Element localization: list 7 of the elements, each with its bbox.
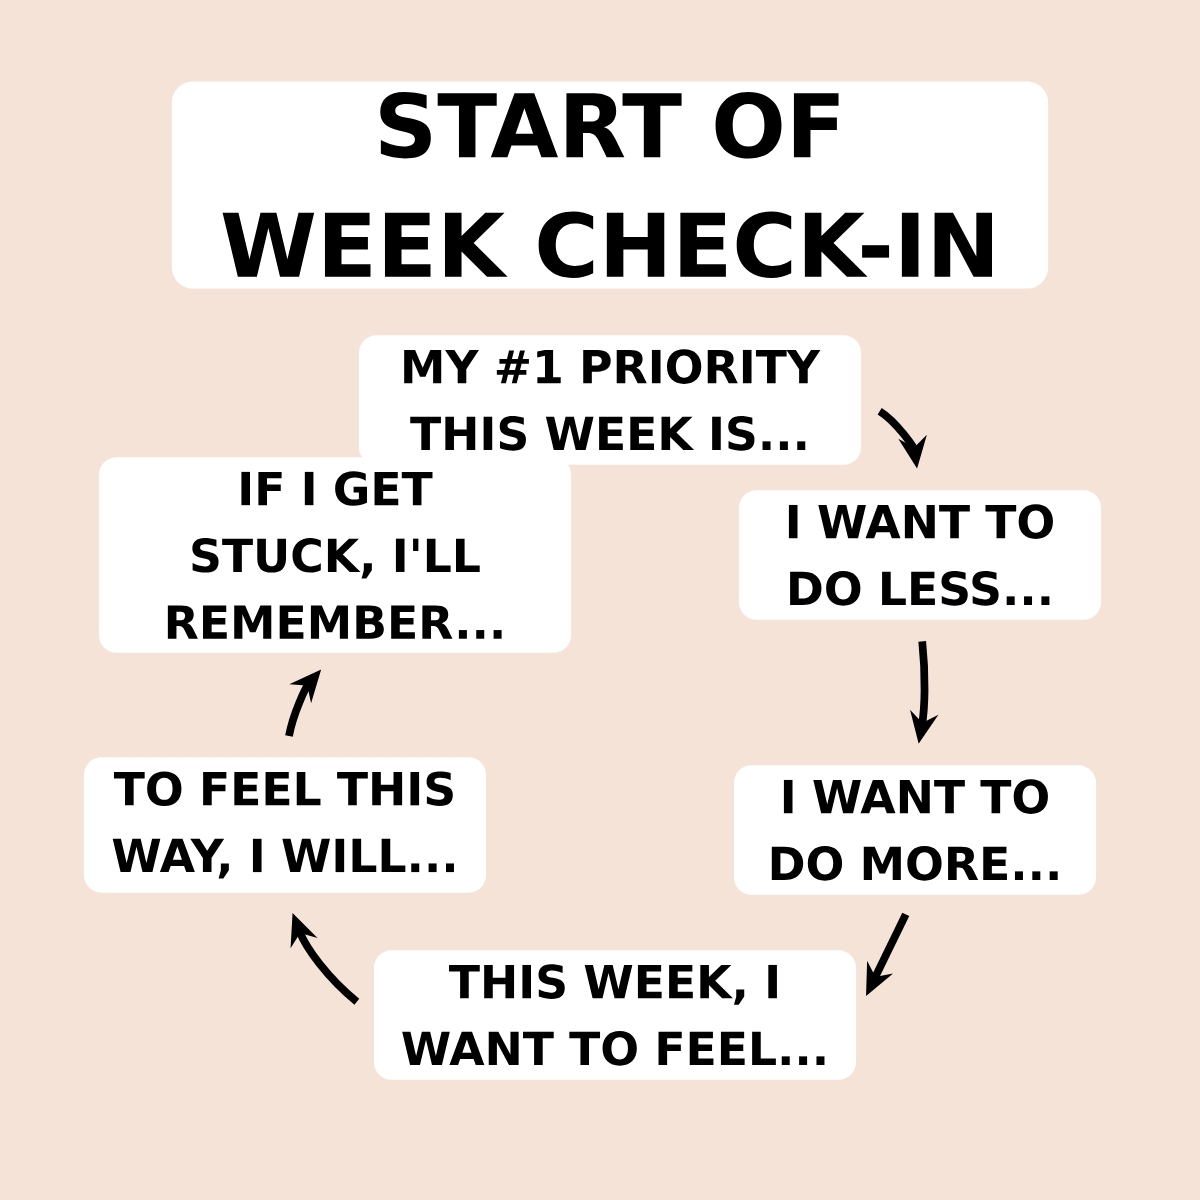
highlighted-text: I WANT TO DO LESS... xyxy=(738,490,1102,620)
highlighted-text: IF I GET STUCK, I'LL REMEMBER... xyxy=(98,457,572,653)
highlighted-text: I WANT TO DO MORE... xyxy=(733,765,1097,895)
highlighted-text: TO FEEL THIS WAY, I WILL... xyxy=(83,757,487,893)
highlighted-text: THIS WEEK, I WANT TO FEEL... xyxy=(373,950,857,1080)
title: START OF WEEK CHECK-IN xyxy=(171,81,1049,289)
highlighted-text: MY #1 PRIORITY THIS WEEK IS... xyxy=(358,335,862,465)
